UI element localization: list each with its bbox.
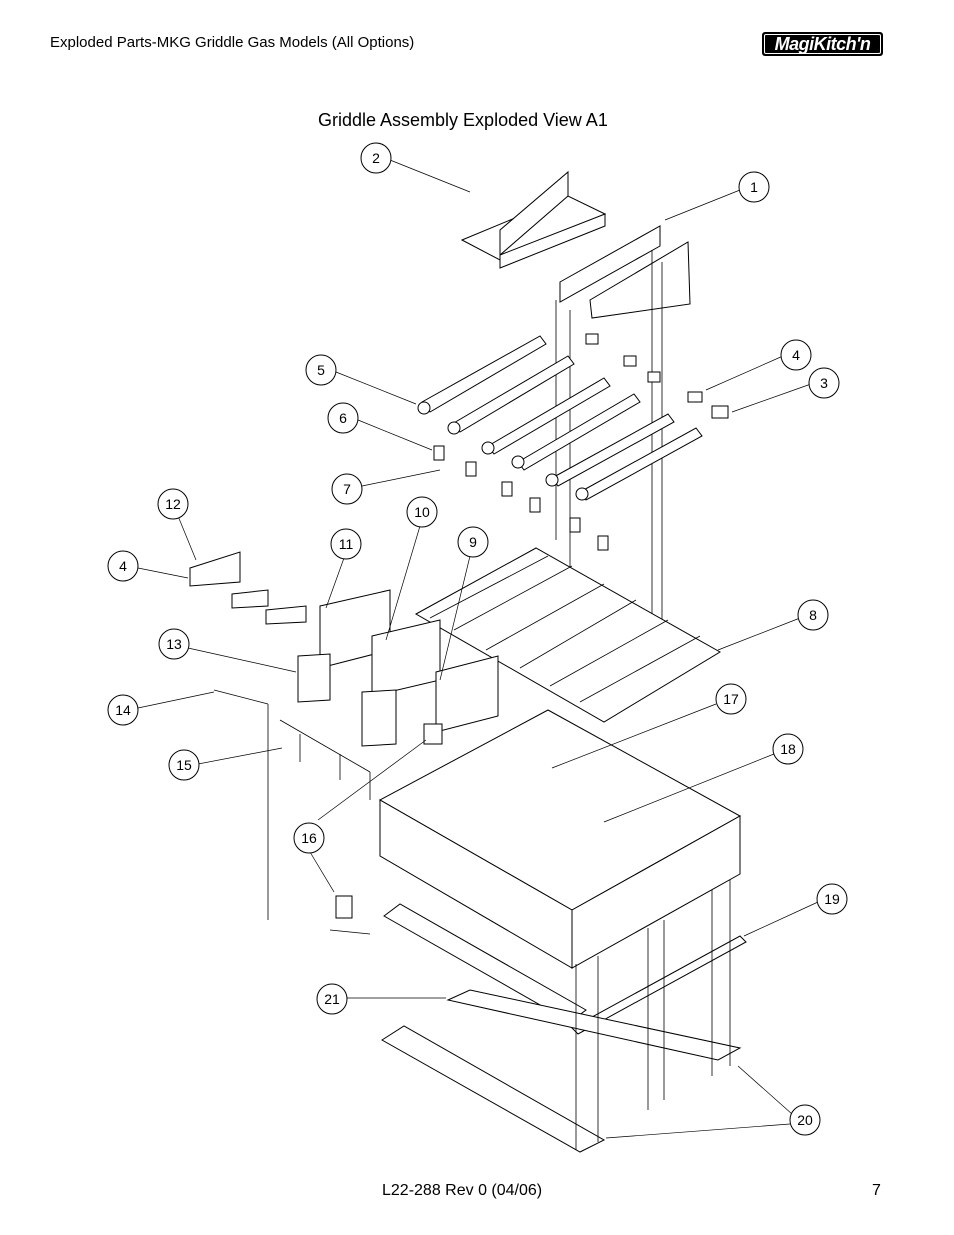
brand-logo: MagiKitch'n (762, 32, 883, 56)
callout-6: 6 (327, 402, 359, 434)
callout-11-label: 11 (339, 536, 354, 552)
callout-21-label: 21 (324, 991, 340, 1007)
callout-6-label: 6 (339, 410, 347, 426)
callout-19-label: 19 (824, 891, 840, 907)
callout-5-label: 5 (317, 362, 325, 378)
callout-16-label: 16 (301, 830, 317, 846)
part-left-shelf (189, 551, 307, 625)
callout-20-label: 20 (797, 1112, 813, 1128)
page-header-title: Exploded Parts-MKG Griddle Gas Models (A… (50, 34, 415, 51)
callout-10-label: 10 (414, 504, 430, 520)
part-brackets (433, 333, 729, 551)
callout-4-left-label: 4 (119, 558, 127, 574)
callout-4-right-label: 4 (792, 347, 800, 363)
callout-18-label: 18 (780, 741, 796, 757)
callout-14-label: 14 (115, 702, 131, 718)
part-back-flashing (460, 170, 607, 269)
callout-1: 1 (738, 171, 770, 203)
callout-2: 2 (360, 142, 392, 174)
callout-14: 14 (107, 694, 139, 726)
callout-4-right: 4 (780, 339, 812, 371)
callout-7-label: 7 (343, 481, 351, 497)
callout-8-label: 8 (809, 607, 817, 623)
callout-10: 10 (406, 496, 438, 528)
callout-4-left: 4 (107, 550, 139, 582)
part-griddle-body (378, 709, 742, 1023)
part-legs-and-rails (381, 880, 747, 1153)
callout-15-label: 15 (176, 757, 192, 773)
callout-12-label: 12 (165, 496, 181, 512)
callout-3-label: 3 (820, 375, 828, 391)
callout-21: 21 (316, 983, 348, 1015)
callout-leader-lines (137, 159, 819, 1139)
callout-12: 12 (157, 488, 189, 520)
callout-7: 7 (331, 473, 363, 505)
callout-5: 5 (305, 354, 337, 386)
callout-2-label: 2 (372, 150, 380, 166)
callout-11: 11 (330, 528, 362, 560)
callout-9: 9 (457, 526, 489, 558)
diagram-title: Griddle Assembly Exploded View A1 (318, 110, 608, 130)
callout-8: 8 (797, 599, 829, 631)
callout-17-label: 17 (723, 691, 739, 707)
part-side-panels (297, 589, 499, 747)
part-manifold-pipes (213, 689, 371, 920)
footer-page-number: 7 (872, 1182, 881, 1199)
part-burner-tray (414, 547, 721, 723)
callout-16: 16 (293, 822, 325, 854)
callout-13: 13 (158, 628, 190, 660)
callout-13-label: 13 (166, 636, 182, 652)
callout-17: 17 (715, 683, 747, 715)
footer-document-number: L22-288 Rev 0 (04/06) (382, 1182, 543, 1199)
part-gas-valve (329, 723, 443, 935)
callout-3: 3 (808, 367, 840, 399)
brand-logo-text: MagiKitch'n (774, 34, 871, 54)
part-burner-tubes (417, 335, 703, 501)
callout-20: 20 (789, 1104, 821, 1136)
callout-1-label: 1 (750, 179, 758, 195)
callout-15: 15 (168, 749, 200, 781)
callout-18: 18 (772, 733, 804, 765)
callout-19: 19 (816, 883, 848, 915)
callout-9-label: 9 (469, 534, 477, 550)
